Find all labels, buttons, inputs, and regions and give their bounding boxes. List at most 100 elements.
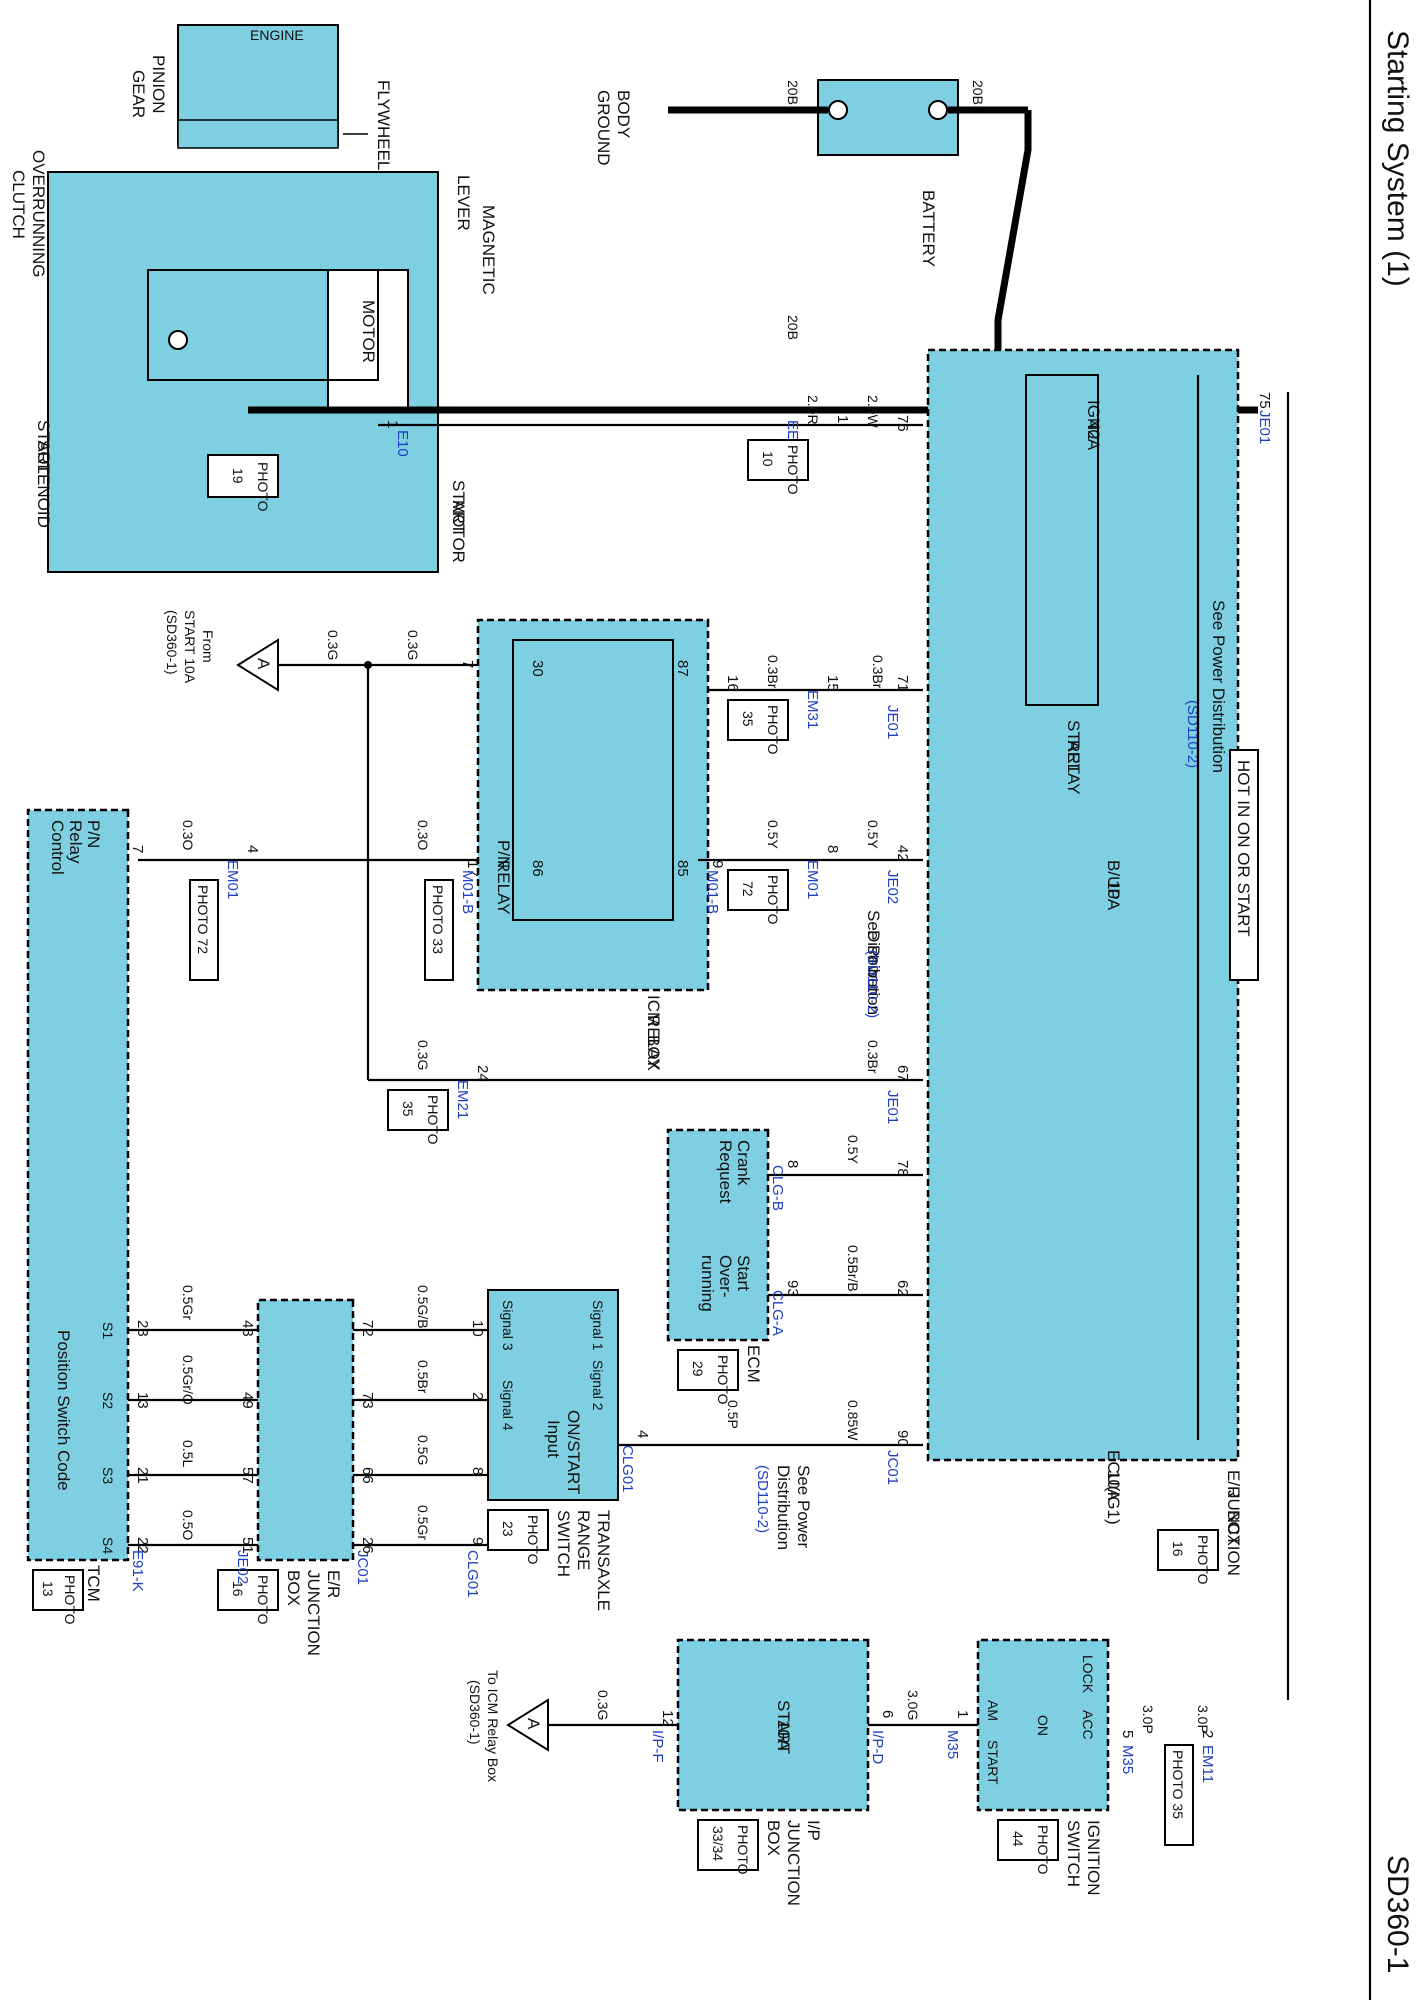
wire-30p-1: 3.0P bbox=[1195, 1705, 1211, 1734]
wire-03br-71: 0.3Br bbox=[870, 655, 886, 689]
photo-13-label: PHOTO bbox=[62, 1575, 78, 1625]
photo-35-em31-label: PHOTO bbox=[765, 705, 781, 755]
wire-05brb: 0.5Br/B bbox=[845, 1245, 861, 1292]
ip-junction-label-2: JUNCTION bbox=[784, 1820, 803, 1906]
from-start-3: (SD360-1) bbox=[164, 610, 180, 675]
s1-label: S1 bbox=[100, 1322, 116, 1339]
ignition-switch-label: IGNITION bbox=[1084, 1820, 1103, 1896]
off-page-a-to bbox=[506, 1698, 549, 1752]
ip-junction-box bbox=[676, 1638, 870, 1812]
er-junction-label-2: JUNCTION bbox=[1224, 1490, 1243, 1576]
pin-42: 42 bbox=[894, 845, 911, 862]
wire-05y-78: 0.5Y bbox=[845, 1135, 861, 1164]
start-motor-label: START bbox=[449, 480, 468, 534]
photo-16-er-num: 16 bbox=[1170, 1541, 1186, 1557]
to-icm-1: To ICM Relay Box bbox=[485, 1670, 501, 1782]
pin-22: 22 bbox=[134, 1537, 151, 1554]
pin-66: 66 bbox=[359, 1467, 376, 1484]
pn-relay-control-label-2: Relay bbox=[66, 820, 85, 864]
je01-conn-75: JE01 bbox=[1256, 410, 1273, 444]
pn-relay-label-2: RELAY bbox=[494, 860, 513, 915]
lever-label: LEVER bbox=[454, 175, 473, 231]
signal-2-label: Signal 2 bbox=[590, 1360, 606, 1411]
pin-23: 23 bbox=[134, 1320, 151, 1337]
ign-am: AM bbox=[985, 1700, 1001, 1721]
pin-1-ee02: 1 bbox=[834, 415, 851, 423]
je02-conn-sig: JE02 bbox=[234, 1550, 251, 1584]
battery-neg bbox=[928, 100, 948, 120]
to-icm-2: (SD360-1) bbox=[467, 1680, 483, 1745]
pin-13: 13 bbox=[134, 1392, 151, 1409]
pin-4-clg01: 4 bbox=[634, 1430, 651, 1438]
pin-57: 57 bbox=[239, 1467, 256, 1484]
wire-03g-ip: 0.3G bbox=[595, 1690, 611, 1720]
ipd-conn: I/P-D bbox=[869, 1730, 886, 1764]
pin-12: 12 bbox=[659, 1710, 676, 1727]
start-over-label-3: running bbox=[698, 1255, 717, 1312]
s4-label: S4 bbox=[100, 1537, 116, 1554]
pin-21: 21 bbox=[134, 1467, 151, 1484]
wire-085w: 0.85W bbox=[845, 1400, 861, 1441]
je01-pin-75: 75 bbox=[1256, 392, 1273, 409]
s3-label: S3 bbox=[100, 1467, 116, 1484]
photo-16-er bbox=[1157, 1529, 1219, 1571]
photo-29-label: PHOTO bbox=[715, 1355, 731, 1405]
pin-17: 17 bbox=[464, 860, 481, 877]
wire-03br-16: 0.3Br bbox=[765, 655, 781, 689]
wire-03br-67: 0.3Br bbox=[865, 1040, 881, 1074]
crank-request-label-2: Request bbox=[716, 1140, 735, 1204]
see-power-je02: See Power bbox=[864, 910, 883, 993]
pin-26: 26 bbox=[359, 1537, 376, 1554]
distribution-je02: Distribution bbox=[864, 930, 883, 1015]
photo-23-label: PHOTO bbox=[525, 1515, 541, 1565]
icm-relay-box-label-3: BOX bbox=[644, 1035, 663, 1071]
photo-35-em31 bbox=[727, 699, 789, 741]
photo-19-label: PHOTO bbox=[255, 462, 271, 512]
photo-10-label: PHOTO bbox=[785, 445, 801, 495]
wire-05p: 0.5P bbox=[725, 1400, 741, 1429]
page-title: Starting System (1) bbox=[1381, 30, 1414, 287]
tcm-label: TCM bbox=[84, 1565, 103, 1602]
wire-05g: 0.5G bbox=[415, 1435, 431, 1465]
photo-29 bbox=[677, 1349, 739, 1391]
start-over-label-2: Over- bbox=[716, 1255, 735, 1298]
ign2-fuse-amp: 40A bbox=[1084, 420, 1103, 451]
er-junction-2-label-2: JUNCTION bbox=[304, 1570, 323, 1656]
pin-8-clgb: 8 bbox=[784, 1160, 801, 1168]
ecm-label: ECM bbox=[744, 1345, 763, 1383]
pin-30: 30 bbox=[529, 660, 546, 677]
flywheel bbox=[177, 119, 339, 149]
pin-87: 87 bbox=[674, 660, 691, 677]
jc01-conn-90: JC01 bbox=[884, 1450, 901, 1485]
signal-4-label: Signal 4 bbox=[500, 1380, 516, 1431]
crank-request-label: Crank bbox=[734, 1140, 753, 1186]
e91k-conn: E91-K bbox=[129, 1550, 146, 1592]
solenoid-frame bbox=[147, 269, 379, 381]
wire-30p-2: 3.0P bbox=[1140, 1705, 1156, 1734]
pin-2-sig: 2 bbox=[469, 1392, 486, 1400]
pn-relay-label: P/N bbox=[494, 840, 513, 868]
em11-conn: EM11 bbox=[1199, 1745, 1216, 1783]
pinion-gear-label-2: GEAR bbox=[129, 70, 148, 118]
overrunning-clutch-label-2: CLUTCH bbox=[9, 170, 28, 239]
ecm-box bbox=[666, 1128, 770, 1342]
photo-33-label: PHOTO 33 bbox=[430, 885, 446, 954]
clg01-conn-4: CLG01 bbox=[619, 1445, 636, 1493]
photo-33 bbox=[424, 879, 454, 981]
photo-13 bbox=[32, 1569, 84, 1611]
em21-conn: EM21 bbox=[454, 1080, 471, 1119]
splice-03g bbox=[364, 661, 372, 669]
pin-24: 24 bbox=[474, 1065, 491, 1082]
er-junction-box-2 bbox=[256, 1298, 355, 1562]
photo-10 bbox=[747, 439, 809, 481]
pn-relay-frame bbox=[512, 639, 674, 921]
see-power-distribution: See Power Distribution bbox=[1209, 600, 1228, 773]
body-ground-label: BODY bbox=[614, 90, 633, 138]
photo-72-em01-label: PHOTO bbox=[765, 875, 781, 925]
wire-03g-2: 0.3G bbox=[325, 630, 341, 660]
on-start-input-label-2: Input bbox=[544, 1420, 563, 1458]
photo-3334-label: PHOTO bbox=[735, 1825, 751, 1875]
photo-72-em01-num: 72 bbox=[740, 881, 756, 897]
ign-acc: ACC bbox=[1080, 1710, 1096, 1740]
photo-44-num: 44 bbox=[1010, 1831, 1026, 1847]
